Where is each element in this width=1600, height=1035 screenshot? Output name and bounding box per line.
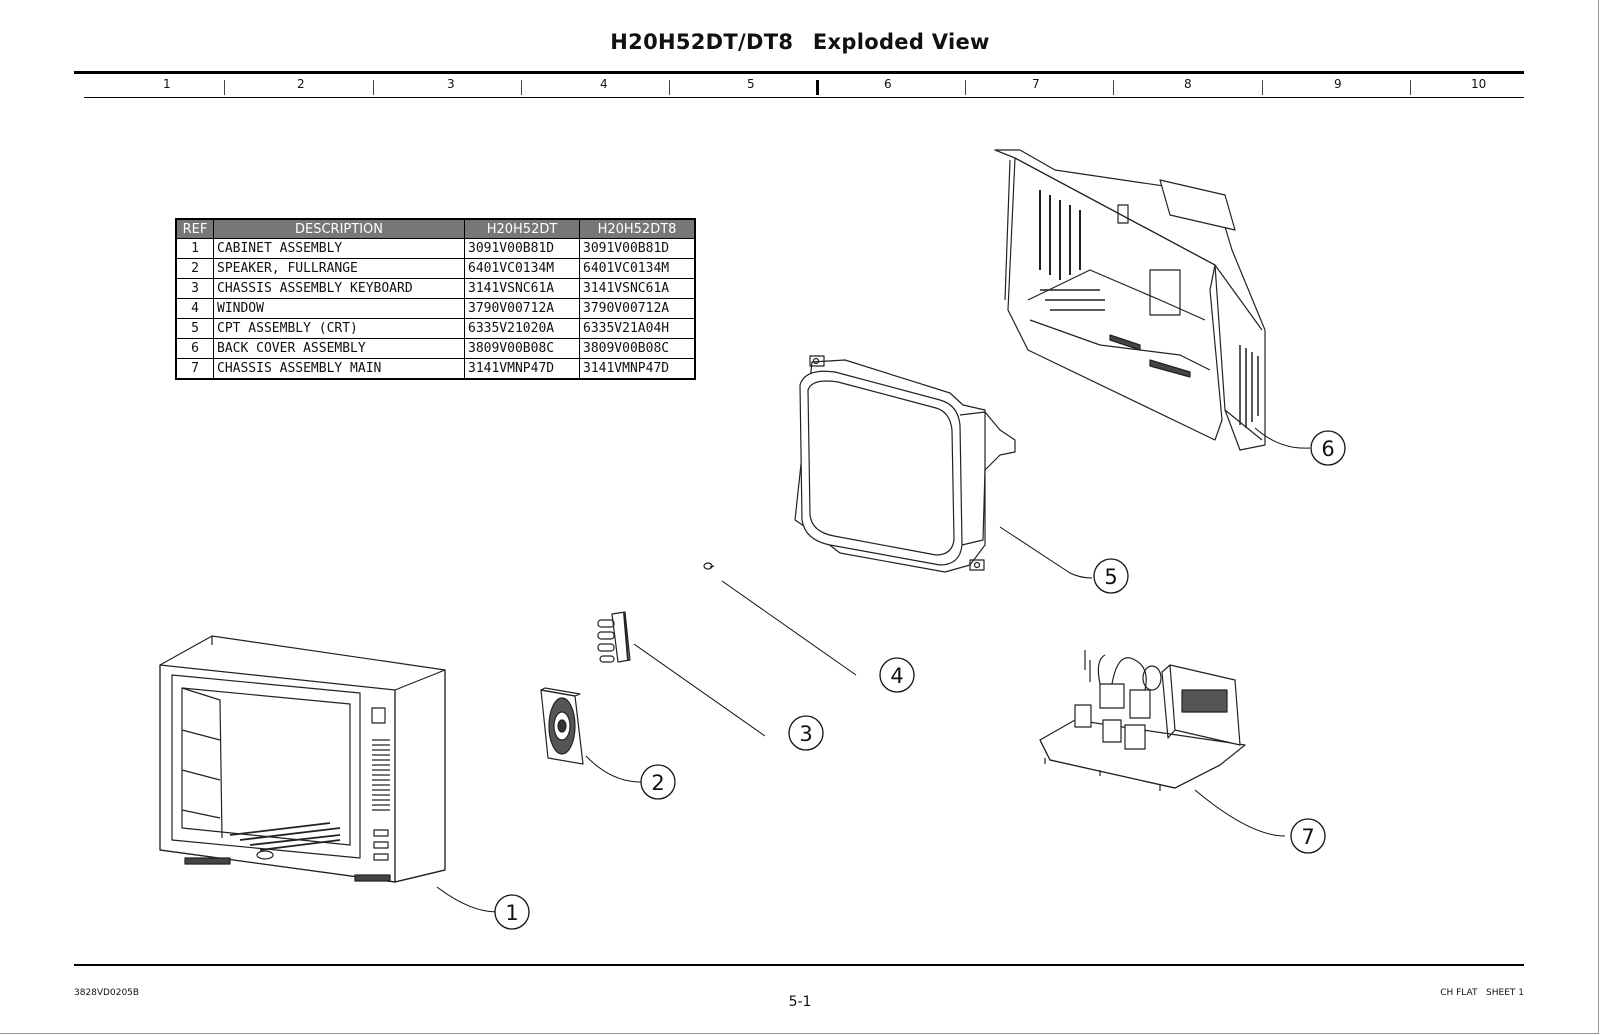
table-row: 7 CHASSIS ASSEMBLY MAIN 3141VMNP47D 3141… <box>175 358 696 380</box>
callout-2-label: 2 <box>651 771 664 795</box>
leader-lines <box>436 427 1311 913</box>
table-row: 4 WINDOW 3790V00712A 3790V00712A <box>175 298 696 319</box>
callout-1-circle <box>494 894 530 930</box>
cell-description: BACK COVER ASSEMBLY <box>213 338 465 359</box>
callout-6-circle <box>1310 430 1346 466</box>
cabinet-assembly-illustration <box>159 635 446 883</box>
crt-assembly-illustration <box>794 355 1016 573</box>
table-row: 3 CHASSIS ASSEMBLY KEYBOARD 3141VSNC61A … <box>175 278 696 299</box>
grid-divider-center <box>816 80 819 95</box>
grid-divider <box>669 80 670 95</box>
grid-divider <box>373 80 374 95</box>
cell-part-dt: 3809V00B08C <box>464 338 580 359</box>
grid-col-10: 10 <box>1471 77 1487 91</box>
cell-part-dt: 3141VSNC61A <box>464 278 580 299</box>
callout-2-circle <box>640 764 676 800</box>
cell-part-dt8: 6335V21A04H <box>579 318 696 339</box>
main-chassis-illustration <box>1039 650 1246 791</box>
grid-col-6: 6 <box>884 77 892 91</box>
header-h20h52dt: H20H52DT <box>464 218 580 239</box>
grid-divider <box>965 80 966 95</box>
cell-part-dt8: 3790V00712A <box>579 298 696 319</box>
footer-rule <box>74 964 1524 966</box>
callout-1-label: 1 <box>505 901 518 925</box>
cell-part-dt8: 3809V00B08C <box>579 338 696 359</box>
cell-part-dt8: 3091V00B81D <box>579 238 696 259</box>
grid-col-9: 9 <box>1334 77 1342 91</box>
table-row: 5 CPT ASSEMBLY (CRT) 6335V21020A 6335V21… <box>175 318 696 339</box>
grid-divider <box>224 80 225 95</box>
grid-col-1: 1 <box>163 77 171 91</box>
header-ref: REF <box>175 218 214 239</box>
callout-4-circle <box>879 657 915 693</box>
grid-col-7: 7 <box>1032 77 1040 91</box>
cell-part-dt: 3790V00712A <box>464 298 580 319</box>
cell-ref: 6 <box>175 338 214 359</box>
cell-description: CHASSIS ASSEMBLY KEYBOARD <box>213 278 465 299</box>
callout-3-label: 3 <box>799 722 812 746</box>
callout-5-circle <box>1093 558 1129 594</box>
back-cover-assembly-illustration <box>994 149 1266 451</box>
cell-part-dt: 3141VMNP47D <box>464 358 580 380</box>
grid-col-8: 8 <box>1184 77 1192 91</box>
callout-3-circle <box>788 715 824 751</box>
grid-rule <box>84 97 1524 98</box>
table-row: 2 SPEAKER, FULLRANGE 6401VC0134M 6401VC0… <box>175 258 696 279</box>
window-illustration <box>703 562 715 570</box>
grid-divider <box>521 80 522 95</box>
document-number: 3828VD0205B <box>74 988 140 998</box>
title-subtitle: Exploded View <box>812 30 990 54</box>
callout-7-circle <box>1290 818 1326 854</box>
speaker-illustration <box>540 687 584 765</box>
grid-col-2: 2 <box>297 77 305 91</box>
grid-divider <box>1262 80 1263 95</box>
callout-5-label: 5 <box>1104 565 1117 589</box>
callout-4-label: 4 <box>890 664 903 688</box>
table-row: 6 BACK COVER ASSEMBLY 3809V00B08C 3809V0… <box>175 338 696 359</box>
cell-description: CHASSIS ASSEMBLY MAIN <box>213 358 465 380</box>
cell-part-dt: 6335V21020A <box>464 318 580 339</box>
page-title: H20H52DT/DT8 Exploded View <box>0 30 1600 54</box>
cell-part-dt: 6401VC0134M <box>464 258 580 279</box>
cell-part-dt8: 3141VMNP47D <box>579 358 696 380</box>
header-description: DESCRIPTION <box>213 218 465 239</box>
header-rule <box>74 71 1524 74</box>
grid-col-5: 5 <box>747 77 755 91</box>
grid-divider <box>1113 80 1114 95</box>
parts-table: REF DESCRIPTION H20H52DT H20H52DT8 1 CAB… <box>175 218 696 380</box>
callout-7-label: 7 <box>1301 825 1314 849</box>
grid-col-3: 3 <box>447 77 455 91</box>
grid-col-4: 4 <box>600 77 608 91</box>
page-number: 5-1 <box>788 994 812 1010</box>
title-model: H20H52DT/DT8 <box>610 30 794 54</box>
sheet-label: CH FLAT SHEET 1 <box>1440 988 1524 998</box>
grid-divider <box>1410 80 1411 95</box>
callout-6-label: 6 <box>1321 437 1334 461</box>
keyboard-chassis-illustration <box>597 611 631 663</box>
